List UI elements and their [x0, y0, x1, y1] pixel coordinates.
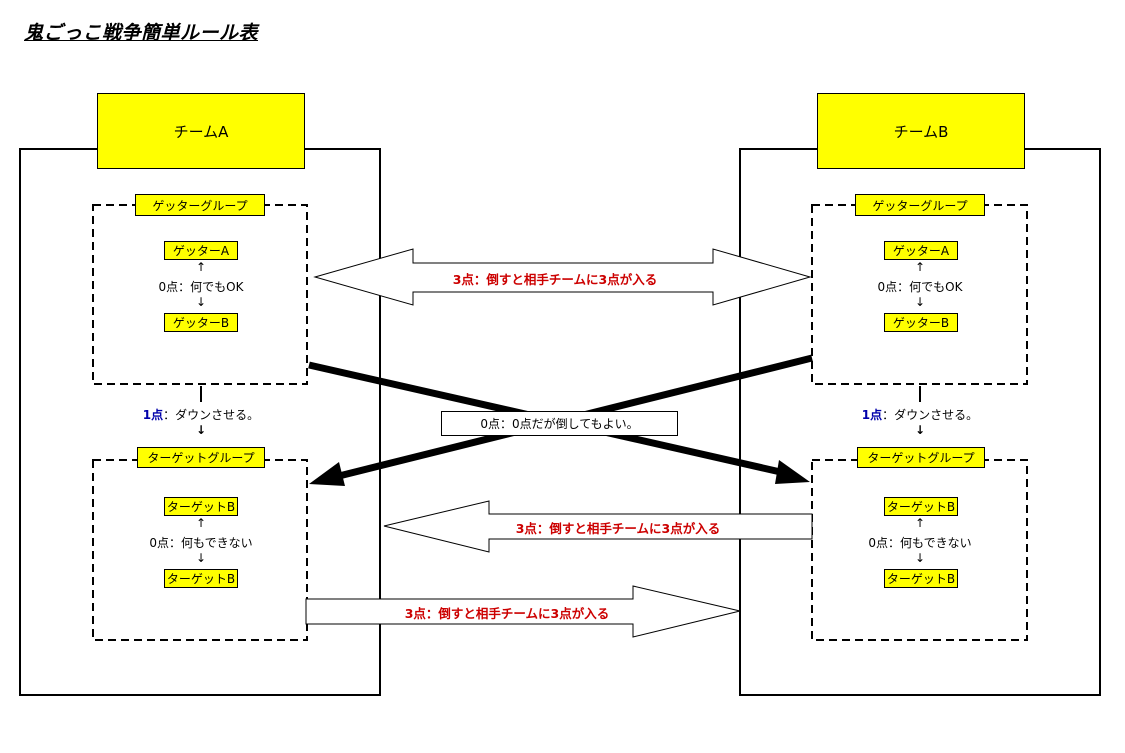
team-a-getter-group-label: ゲッターグループ [135, 194, 265, 216]
team-a-target-relation: 0点：何もできない [149, 536, 253, 550]
a-target-to-b-arrow [305, 585, 741, 638]
a-target-to-b-arrow-label: 3点：倒すと相手チームに3点が入る [404, 606, 610, 621]
b-target-to-a-arrow-label: 3点：倒すと相手チームに3点が入る [515, 521, 721, 536]
team-b-getter-down-arrow: ↓ [914, 295, 926, 309]
cross-arrow-b-to-a-head [309, 462, 345, 486]
team-a-header: チームA [97, 93, 305, 169]
team-b-target-relation: 0点：何もできない [868, 536, 972, 550]
team-a-target-down-arrow: ↓ [195, 551, 207, 565]
team-a-down-rule: 1点：ダウンさせる。 [143, 406, 259, 423]
getter-double-arrow-label: 3点：倒すと相手チームに3点が入る [452, 272, 658, 287]
cross-arrow-note: 0点：0点だが倒してもよい。 [441, 411, 678, 436]
team-b-getter-group-label: ゲッターグループ [855, 194, 985, 216]
team-a-getter-up-arrow: ↑ [195, 260, 207, 274]
team-a-getter-relation: 0点：何でもOK [158, 280, 244, 294]
team-b-box [739, 148, 1101, 696]
team-b-down-text: ダウンさせる。 [894, 408, 979, 422]
b-target-to-a-arrow [383, 500, 813, 553]
team-b-down-sep: ： [882, 408, 895, 422]
team-b-down-rule: 1点：ダウンさせる。 [862, 406, 978, 423]
cross-arrow-a-to-b-head [775, 460, 810, 484]
team-a-target-group-label: ターゲットグループ [137, 447, 265, 468]
team-b-target-top: ターゲットB [884, 497, 958, 516]
team-a-target-top: ターゲットB [164, 497, 238, 516]
team-a-down-text: ダウンさせる。 [175, 408, 260, 422]
page-title: 鬼ごっこ戦争簡単ルール表 [24, 22, 259, 44]
team-b-getter-a: ゲッターA [884, 241, 958, 260]
team-b-getter-relation: 0点：何でもOK [877, 280, 963, 294]
getter-double-arrow [313, 248, 812, 306]
team-a-target-bottom: ターゲットB [164, 569, 238, 588]
team-a-getter-b: ゲッターB [164, 313, 238, 332]
team-a-down-arrow: ↓ [195, 423, 207, 437]
team-b-getter-b: ゲッターB [884, 313, 958, 332]
team-b-header: チームB [817, 93, 1025, 169]
team-a-down-sep: ： [163, 408, 176, 422]
team-a-down-points: 1点 [142, 408, 164, 422]
team-a-getter-a: ゲッターA [164, 241, 238, 260]
team-b-down-arrow: ↓ [914, 423, 926, 437]
team-b-target-up-arrow: ↑ [914, 516, 926, 530]
team-b-down-points: 1点 [861, 408, 883, 422]
team-b-target-group-label: ターゲットグループ [857, 447, 985, 468]
team-b-getter-up-arrow: ↑ [914, 260, 926, 274]
team-b-target-bottom: ターゲットB [884, 569, 958, 588]
team-a-getter-down-arrow: ↓ [195, 295, 207, 309]
team-a-target-up-arrow: ↑ [195, 516, 207, 530]
team-b-target-down-arrow: ↓ [914, 551, 926, 565]
